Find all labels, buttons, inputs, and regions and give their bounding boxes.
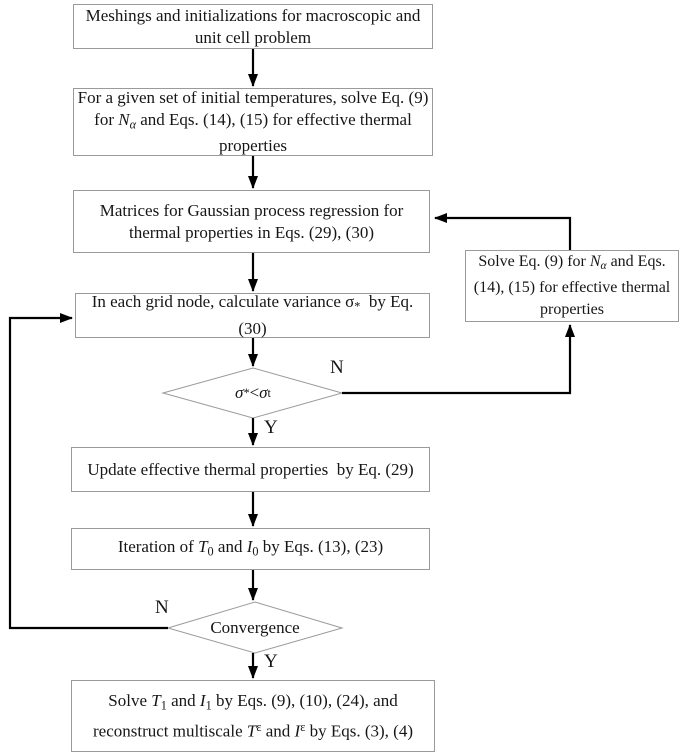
node-side-solve-label: Solve Eq. (9) for Nα and Eqs. (14), (15)… — [473, 252, 675, 319]
convergence-decision-label: Convergence — [210, 618, 300, 637]
node-meshings-label: Meshings and initializations for macrosc… — [85, 5, 425, 47]
node-iteration-label: Iteration of T0 and I0 by Eqs. (13), (23… — [117, 536, 384, 559]
branch-label-convergence-yes: Y — [264, 651, 278, 672]
arrow-convergence-no-to-variance — [8, 313, 168, 630]
node-grid-variance: In each grid node, calculate variance σ*… — [75, 292, 430, 338]
node-side-solve: Solve Eq. (9) for Nα and Eqs. (14), (15)… — [465, 250, 679, 322]
node-update-properties: Update effective thermal properties by E… — [71, 447, 430, 492]
node-iteration: Iteration of T0 and I0 by Eqs. (13), (23… — [71, 528, 430, 570]
arrow-sidebox-to-matrices — [434, 213, 572, 250]
node-initial-temperatures: For a given set of initial temperatures,… — [73, 88, 433, 156]
convergence-decision-diamond — [166, 601, 344, 654]
node-meshings: Meshings and initializations for macrosc… — [73, 4, 433, 49]
branch-label-sigma-yes: Y — [264, 417, 278, 438]
node-final-solve: Solve T1 and I1 by Eqs. (9), (10), (24),… — [71, 680, 435, 752]
node-grid-variance-label: In each grid node, calculate variance σ*… — [91, 292, 418, 338]
node-update-properties-label: Update effective thermal properties by E… — [87, 459, 414, 479]
node-gpr-matrices: Matrices for Gaussian process regression… — [73, 190, 430, 253]
node-initial-temperatures-label: For a given set of initial temperatures,… — [77, 87, 433, 156]
branch-label-convergence-no: N — [155, 597, 169, 618]
node-gpr-matrices-label: Matrices for Gaussian process regression… — [99, 200, 408, 242]
node-final-solve-label: Solve T1 and I1 by Eqs. (9), (10), (24),… — [92, 690, 413, 741]
branch-label-sigma-no: N — [330, 357, 344, 378]
arrow-sigma-no-to-sidebox — [342, 324, 575, 395]
